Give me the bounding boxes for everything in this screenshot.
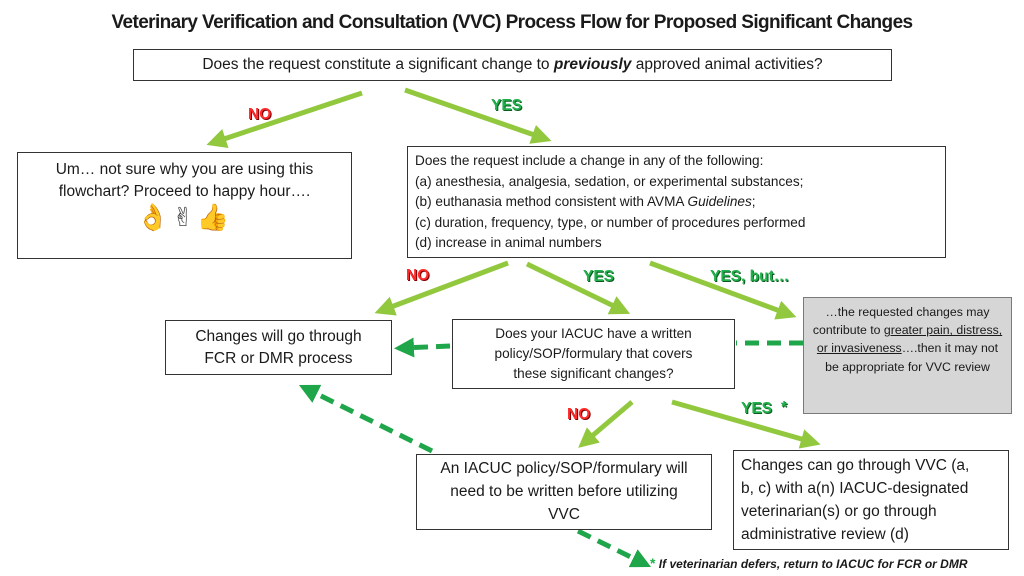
change-item-d: (d) increase in animal numbers (415, 235, 602, 250)
change-item-a: (a) anesthesia, analgesia, sedation, or … (415, 173, 804, 189)
arrow-q3-no (578, 400, 634, 448)
vvc-line-1: Changes can go through VVC (a, (741, 457, 970, 474)
change-item-b-end: ; (751, 194, 756, 209)
change-types-intro: Does the request include a change in any… (415, 153, 764, 168)
change-item-c: (c) duration, frequency, type, or number… (415, 214, 806, 230)
iacuc-question-line-1: Does your IACUC have a written (495, 326, 692, 341)
label-yes-but: YES, but… (710, 268, 790, 285)
arrow-q2-no (374, 260, 509, 316)
question-text-emphasis: previously (553, 56, 632, 73)
footnote: * If veterinarian defers, return to IACU… (650, 555, 968, 571)
arrow-q3-yes (671, 399, 821, 449)
question-text-before: Does the request constitute a significan… (202, 56, 554, 73)
label-yes-2: YES (583, 268, 615, 285)
policy-line-3: VVC (548, 506, 580, 523)
policy-line-1: An IACUC policy/SOP/formulary will (440, 460, 688, 477)
unsure-line-1: Um… not sure why you are using this (55, 161, 314, 178)
dashed-arrow-policy-to-fcr (298, 384, 434, 454)
iacuc-question-line-3: these significant changes? (513, 366, 674, 381)
caution-text-1: …the requested changes may contribute to (812, 305, 990, 338)
label-no-1: NO (248, 106, 272, 123)
page-title: Veterinary Verification and Consultation… (111, 12, 913, 33)
vvc-line-2: b, c) with a(n) IACUC-designated (741, 480, 969, 497)
caution-box: …the requested changes may contribute to… (803, 297, 1012, 414)
dashed-arrow-policy-to-footnote (576, 528, 652, 568)
policy-line-2: need to be written before utilizing (450, 483, 678, 500)
label-yes-3: YES (741, 400, 773, 417)
unsure-box: Um… not sure why you are using this flow… (17, 152, 352, 259)
arrow-q2-yes (525, 261, 631, 315)
change-item-b: (b) euthanasia method consistent with AV… (415, 192, 945, 213)
question-iacuc-policy: Does your IACUC have a written policy/SO… (452, 319, 735, 389)
fcr-dmr-box: Changes will go through FCR or DMR proce… (165, 320, 392, 375)
unsure-line-2: flowchart? Proceed to happy hour…. (58, 183, 311, 200)
question-text-after: approved animal activities? (631, 56, 823, 73)
hand-gestures-icon: 👌✌👍 (136, 203, 233, 233)
vvc-line-3: veterinarian(s) or go through (741, 503, 937, 520)
label-yes-3-star: * (781, 399, 788, 416)
change-item-b-emphasis: Guidelines (687, 194, 752, 209)
caution-text-2: ….then it may not be appropriate for VVC… (825, 341, 999, 374)
caution-text-underlined: greater pain, distress, or invasiveness (816, 323, 1003, 356)
fcr-line-1: Changes will go through (195, 328, 362, 345)
question-change-types: Does the request include a change in any… (407, 146, 946, 258)
iacuc-question-line-2: policy/SOP/formulary that covers (494, 346, 693, 361)
change-item-b-text: (b) euthanasia method consistent with AV… (415, 194, 688, 209)
label-no-2: NO (406, 267, 430, 284)
policy-needed-box: An IACUC policy/SOP/formulary will need … (416, 454, 712, 530)
footnote-text: If veterinarian defers, return to IACUC … (658, 557, 968, 571)
label-yes-1: YES (491, 97, 523, 114)
footnote-star: * (650, 555, 656, 571)
arrow-q1-no (206, 90, 363, 149)
arrow-q1-yes (404, 87, 552, 144)
dashed-arrow-q3-to-fcr (394, 337, 451, 358)
vvc-line-4: administrative review (d) (741, 526, 909, 543)
question-significant-change: Does the request constitute a significan… (133, 49, 892, 81)
label-no-3: NO (567, 406, 591, 423)
fcr-line-2: FCR or DMR process (204, 350, 353, 367)
vvc-box: Changes can go through VVC (a, b, c) wit… (733, 450, 1009, 550)
arrow-q2-yes-but (649, 260, 797, 320)
